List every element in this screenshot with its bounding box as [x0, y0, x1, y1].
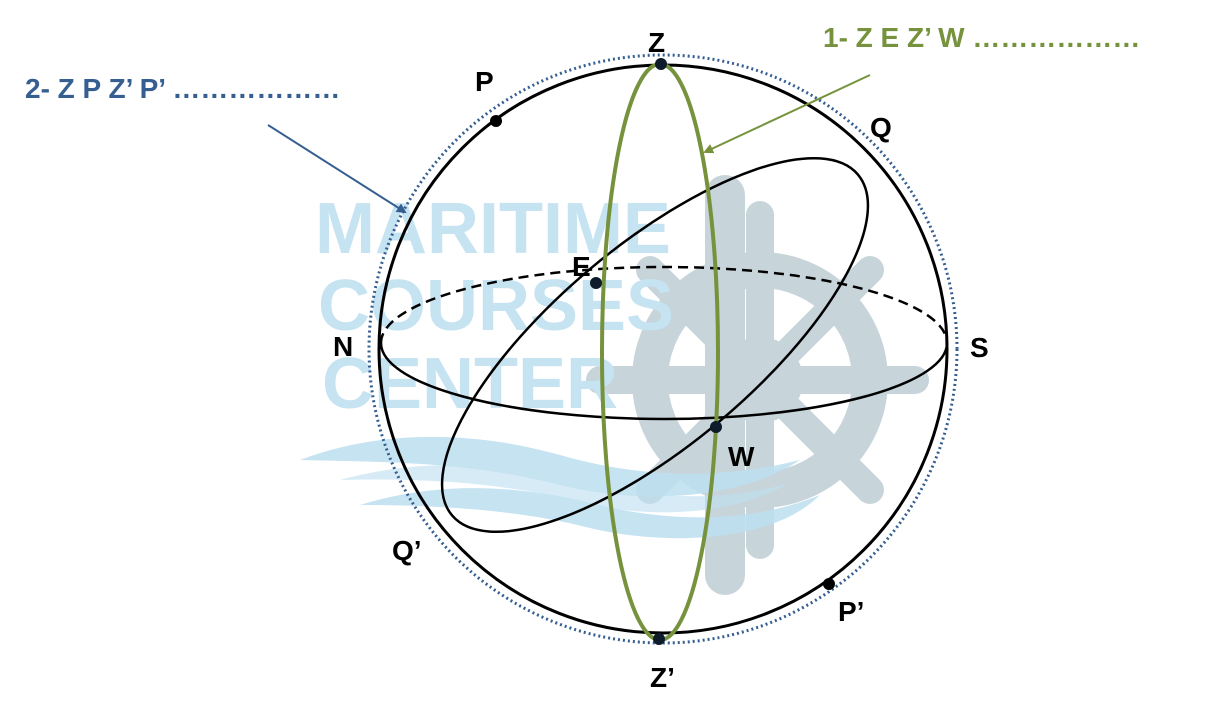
ship-wheel-icon: [586, 175, 929, 595]
label-Q-prime: Q’: [392, 535, 422, 566]
equator-ellipse: [440, 156, 870, 534]
watermark-line-3: CENTER: [322, 344, 618, 424]
green-arrow: [703, 74, 871, 154]
label-Z: Z: [648, 27, 665, 58]
label-E: E: [572, 251, 591, 282]
label-Q: Q: [870, 112, 892, 143]
label-P-prime: P’: [838, 596, 864, 627]
point-Z: [655, 58, 667, 70]
watermark-line-2: COURSES: [318, 266, 674, 346]
label-W: W: [728, 441, 755, 472]
label-S: S: [970, 332, 989, 363]
legend-prime-vertical: 1- Z E Z’ W ………………: [823, 22, 1140, 53]
blue-arrow: [267, 124, 407, 214]
label-N: N: [333, 331, 353, 362]
point-Z-prime: [653, 633, 665, 645]
label-P: P: [475, 66, 494, 97]
point-P-prime: [823, 578, 835, 590]
legend-meridian: 2- Z P Z’ P’ ………………: [25, 73, 340, 104]
point-P: [490, 115, 502, 127]
point-W: [710, 421, 722, 433]
label-Z-prime: Z’: [650, 662, 675, 693]
watermark-line-1: MARITIME: [315, 189, 671, 269]
point-E: [590, 277, 602, 289]
horizon-front-arc: [379, 342, 949, 421]
horizon-back-arc: [379, 265, 949, 344]
